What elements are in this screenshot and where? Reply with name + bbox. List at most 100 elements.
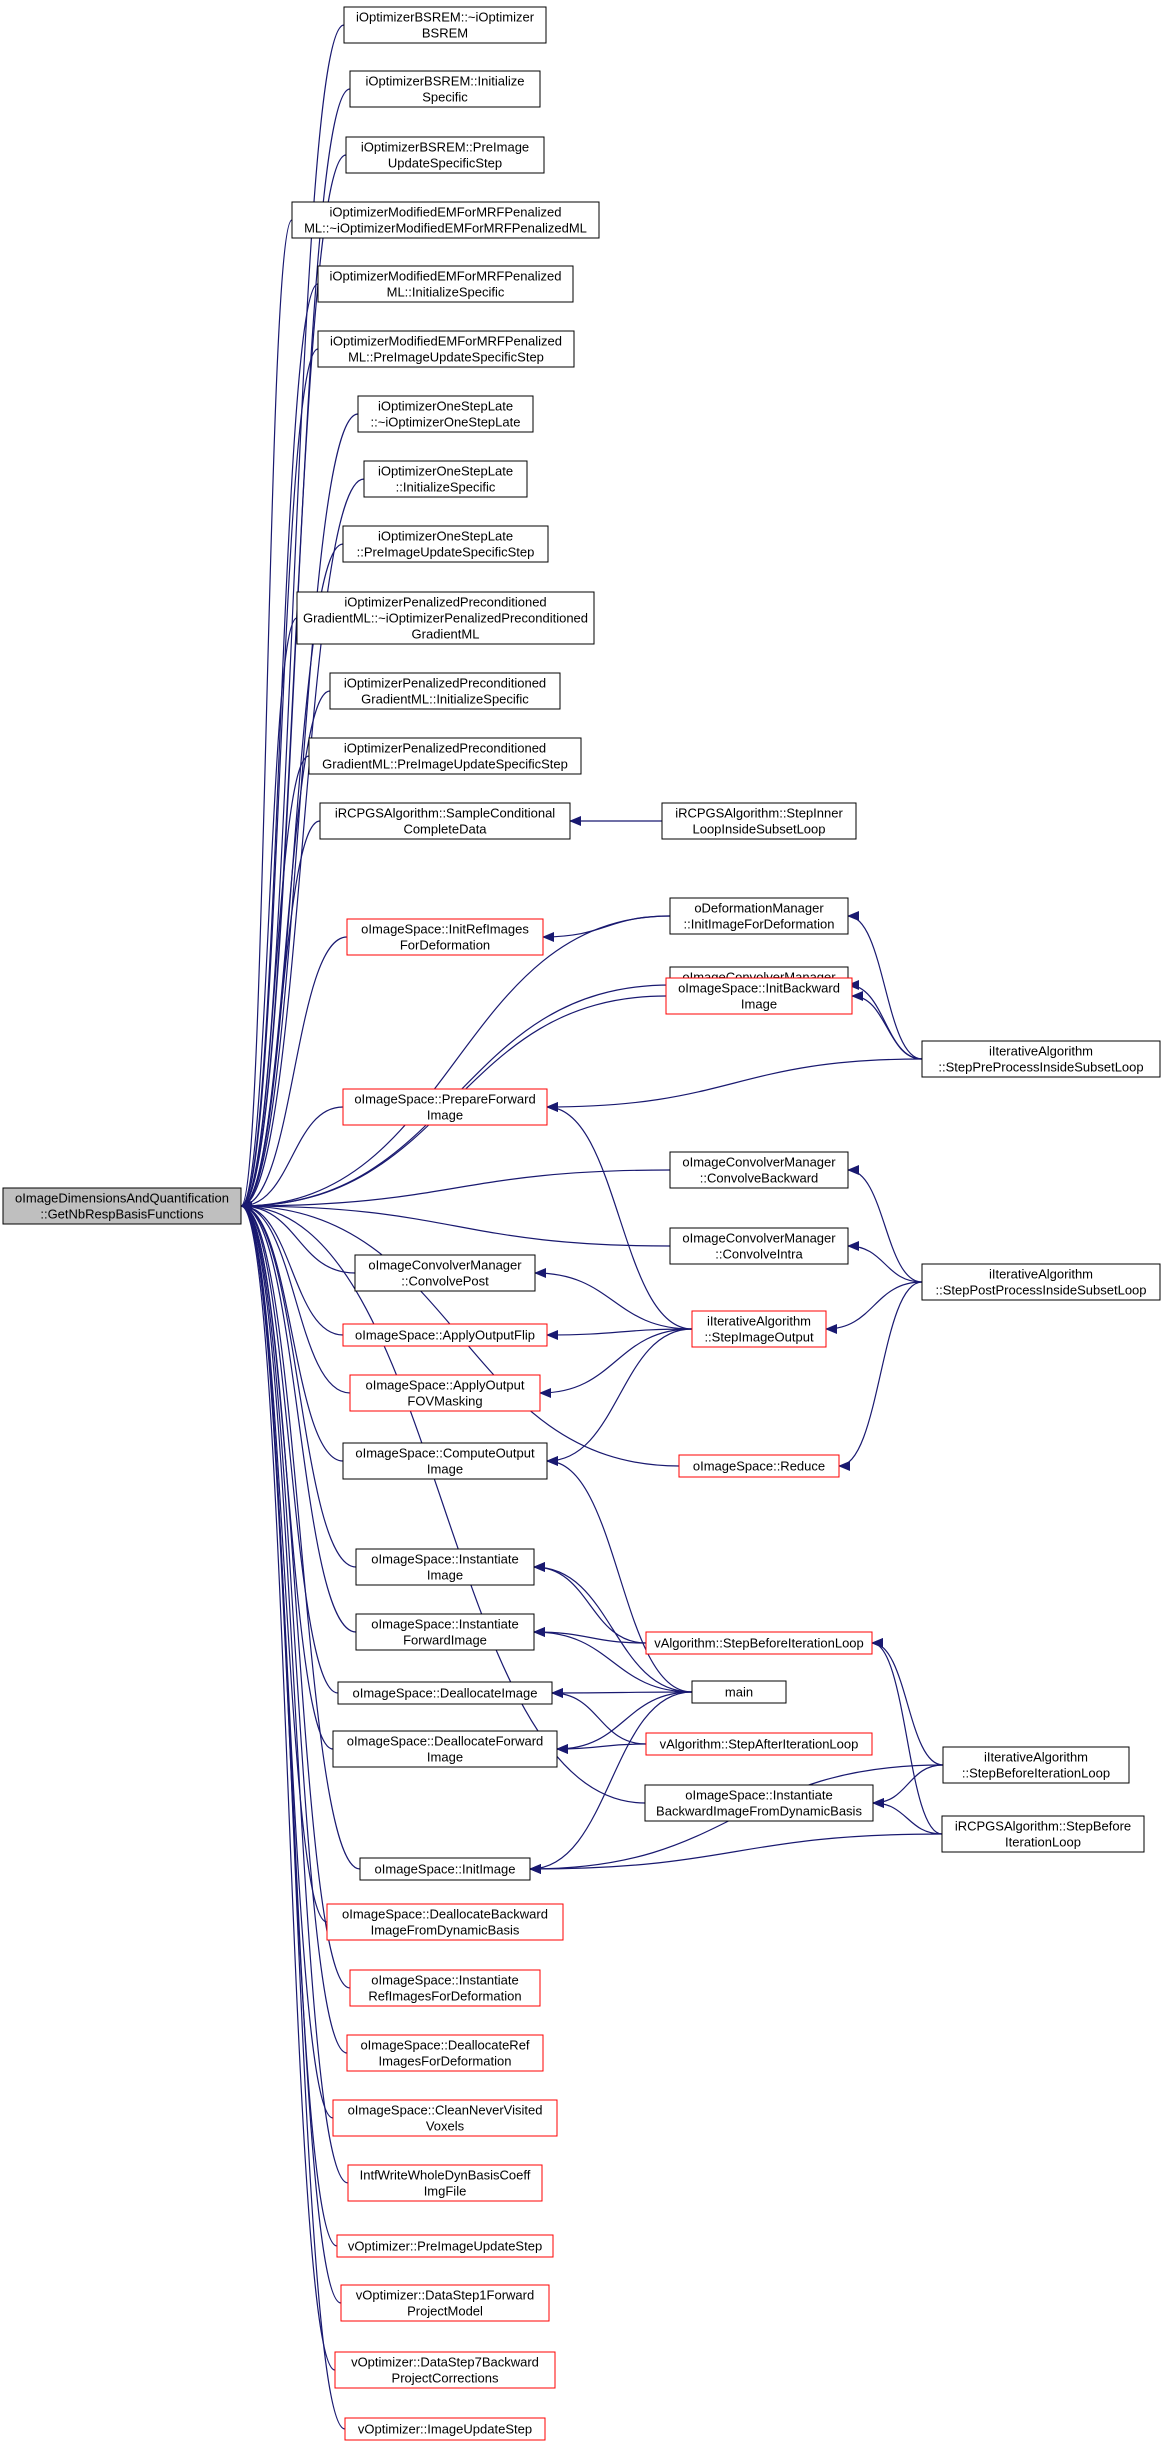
function-node[interactable]: iRCPGSAlgorithm::StepBeforeIterationLoop [941, 1815, 1145, 1853]
call-edge-n38-to-n32 [871, 1638, 944, 1766]
node-label-line: iOptimizerOneStepLate [378, 529, 513, 544]
call-edge-n32-to-n30 [533, 1562, 647, 1644]
function-node[interactable]: oImageSpace::InstantiateRefImagesForDefo… [349, 1969, 541, 2007]
node-label-line: oImageSpace::DeallocateImage [352, 1686, 537, 1701]
node-box [941, 1815, 1145, 1853]
node-label-line: oImageSpace::DeallocateRef [360, 2038, 529, 2053]
function-node[interactable]: oImageSpace::Reduce [678, 1454, 840, 1478]
function-node[interactable]: iOptimizerModifiedEMForMRFPenalizedML::P… [317, 330, 575, 368]
node-box [2, 1187, 242, 1225]
node-box [317, 330, 575, 368]
call-edge-n23-to-n21 [847, 1165, 923, 1283]
call-edge-n31-to-root [240, 1201, 357, 1633]
call-edge-n25-to-n28 [546, 1328, 693, 1466]
node-label-line: iOptimizerModifiedEMForMRFPenalized [330, 205, 562, 220]
node-label-line: Image [741, 997, 777, 1012]
function-node[interactable]: iRCPGSAlgorithm::SampleConditionalComple… [319, 802, 571, 840]
node-label-line: IntfWriteWholeDynBasisCoeff [360, 2168, 531, 2183]
function-node[interactable]: oImageConvolverManager::ConvolveIntra [669, 1227, 849, 1265]
node-box [921, 1263, 1161, 1301]
node-label-line: RefImagesForDeformation [368, 1989, 521, 2004]
node-label-line: iOptimizerOneStepLate [378, 399, 513, 414]
call-edge-n16-to-n15 [542, 915, 671, 942]
root-function-node[interactable]: oImageDimensionsAndQuantification::GetNb… [2, 1187, 242, 1225]
call-edge-n18-to-n19 [851, 991, 923, 1060]
node-label-line: oImageConvolverManager [682, 1231, 836, 1246]
node-label-line: iOptimizerBSREM::~iOptimizer [356, 10, 535, 25]
node-label-line: oImageSpace::PrepareForward [354, 1092, 535, 1107]
call-edge-n27-to-root [240, 1201, 351, 1394]
call-edge-n34-to-n31 [533, 1627, 693, 1693]
node-label-line: ML::PreImageUpdateSpecificStep [348, 350, 544, 365]
function-node[interactable]: iOptimizerBSREM::InitializeSpecific [349, 70, 541, 108]
node-label-line: oImageSpace::ApplyOutputFlip [355, 1328, 535, 1343]
function-node[interactable]: iIterativeAlgorithm::StepPreProcessInsid… [921, 1040, 1161, 1078]
node-box [317, 265, 574, 303]
function-node[interactable]: oDeformationManager::InitImageForDeforma… [669, 897, 849, 935]
node-box [355, 1548, 535, 1586]
function-node[interactable]: oImageSpace::ApplyOutputFlip [342, 1323, 548, 1347]
function-node[interactable]: vOptimizer::PreImageUpdateStep [336, 2234, 554, 2258]
function-node[interactable]: vOptimizer::ImageUpdateStep [344, 2417, 546, 2441]
function-node[interactable]: iIterativeAlgorithm::StepImageOutput [691, 1310, 827, 1348]
node-box [342, 525, 549, 563]
function-node[interactable]: iRCPGSAlgorithm::StepInnerLoopInsideSubs… [661, 802, 857, 840]
node-box [359, 1857, 531, 1881]
function-node[interactable]: iIterativeAlgorithm::StepPostProcessInsi… [921, 1263, 1161, 1301]
function-node[interactable]: iOptimizerBSREM::PreImageUpdateSpecificS… [345, 136, 545, 174]
node-label-line: LoopInsideSubsetLoop [692, 822, 825, 837]
function-node[interactable]: oImageConvolverManager::ConvolvePost [354, 1254, 536, 1292]
function-node[interactable]: oImageConvolverManager::ConvolveBackward [669, 1151, 849, 1189]
call-edge-n36-to-n33 [551, 1688, 647, 1745]
node-label-line: IterationLoop [1005, 1835, 1081, 1850]
function-node[interactable]: iOptimizerOneStepLate::~iOptimizerOneSte… [357, 395, 534, 433]
call-edge-n34-to-n30 [533, 1562, 693, 1693]
function-node[interactable]: iOptimizerOneStepLate::InitializeSpecifi… [363, 460, 528, 498]
function-node[interactable]: vOptimizer::DataStep7BackwardProjectCorr… [334, 2351, 556, 2389]
function-node[interactable]: iOptimizerModifiedEMForMRFPenalizedML::I… [317, 265, 574, 303]
function-node[interactable]: vAlgorithm::StepBeforeIterationLoop [645, 1631, 873, 1655]
function-node[interactable]: iOptimizerModifiedEMForMRFPenalizedML::~… [291, 201, 600, 239]
call-edge-n25-to-n20 [546, 1102, 693, 1330]
call-edge-n43-to-root [240, 1201, 348, 2054]
function-node[interactable]: iOptimizerPenalizedPreconditionedGradien… [329, 672, 561, 710]
node-label-line: oImageDimensionsAndQuantification [15, 1191, 229, 1206]
function-node[interactable]: iOptimizerPenalizedPreconditionedGradien… [308, 737, 582, 775]
function-node[interactable]: oImageSpace::DeallocateImage [337, 1681, 553, 1705]
function-node[interactable]: oImageSpace::DeallocateBackwardImageFrom… [326, 1903, 564, 1941]
node-box [669, 1151, 849, 1189]
function-node[interactable]: oImageSpace::DeallocateRefImagesForDefor… [346, 2034, 544, 2072]
function-node[interactable]: iOptimizerBSREM::~iOptimizerBSREM [343, 6, 547, 44]
edges-layer [240, 24, 944, 2430]
node-label-line: ::PreImageUpdateSpecificStep [357, 545, 535, 560]
node-label-line: GradientML::~iOptimizerPenalizedPrecondi… [303, 611, 588, 626]
function-node[interactable]: iIterativeAlgorithm::StepBeforeIteration… [942, 1746, 1130, 1784]
node-label-line: ForDeformation [400, 938, 490, 953]
function-node[interactable]: vAlgorithm::StepAfterIterationLoop [645, 1732, 873, 1756]
node-label-line: Specific [422, 90, 468, 105]
function-node[interactable]: iOptimizerOneStepLate::PreImageUpdateSpe… [342, 525, 549, 563]
node-box [344, 2417, 546, 2441]
function-node[interactable]: oImageSpace::InstantiateBackwardImageFro… [644, 1784, 874, 1822]
node-label-line: iOptimizerPenalizedPreconditioned [344, 741, 546, 756]
call-edge-n38-to-n37 [872, 1764, 944, 1808]
node-label-line: vOptimizer::PreImageUpdateStep [348, 2239, 542, 2254]
call-edge-n18-to-n16 [847, 911, 923, 1060]
function-node[interactable]: oImageSpace::InitImage [359, 1857, 531, 1881]
node-box [326, 1903, 564, 1941]
function-node[interactable]: iOptimizerPenalizedPreconditionedGradien… [296, 591, 595, 645]
function-node[interactable]: main [691, 1680, 787, 1704]
node-box [342, 1088, 548, 1126]
node-box [308, 737, 582, 775]
